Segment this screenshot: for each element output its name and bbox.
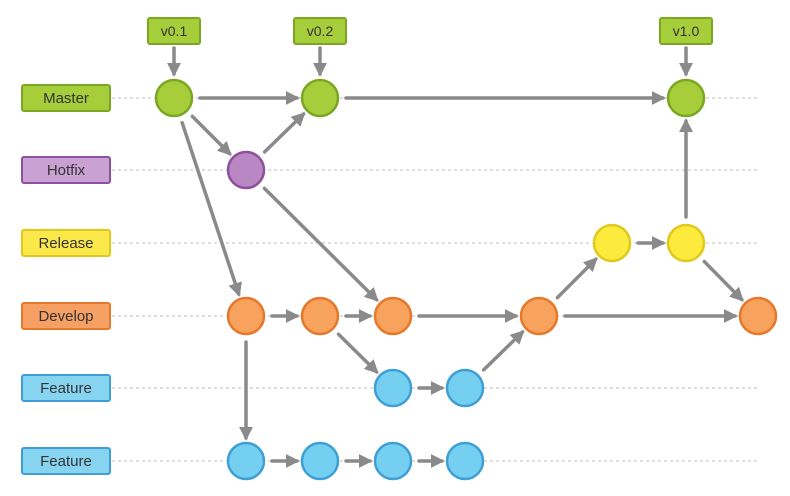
tag-label: v1.0 (673, 23, 700, 39)
lane-label-hotfix: Hotfix (21, 156, 111, 184)
edge-m1-d1 (180, 120, 242, 297)
lane-label-text: Feature (40, 453, 92, 470)
commit-f1a (373, 368, 413, 408)
commit-f2a (226, 441, 266, 481)
tag-label: v0.1 (161, 23, 188, 39)
lane-label-text: Develop (38, 308, 93, 325)
commit-d1 (226, 296, 266, 336)
edge-r2-d5 (702, 259, 744, 302)
edge-d2-f1a (336, 332, 379, 374)
edge-h1-m2 (262, 112, 306, 154)
commit-r1 (592, 223, 632, 263)
commit-f2b (300, 441, 340, 481)
lane-label-release: Release (21, 229, 111, 257)
version-tags: v0.1 v0.2 v1.0 (147, 17, 713, 77)
commits (154, 78, 778, 481)
lane-label-box (21, 156, 111, 184)
lane-label-text: Feature (40, 380, 92, 397)
commit-d3 (373, 296, 413, 336)
commit-edges (180, 91, 744, 468)
lane-label-feature2: Feature (21, 447, 111, 475)
lane-label-master: Master (21, 84, 111, 112)
commit-f2d (445, 441, 485, 481)
edge-f1b-d4 (481, 330, 525, 372)
commit-f2c (373, 441, 413, 481)
commit-d4 (519, 296, 559, 336)
lane-label-box (21, 447, 111, 475)
tag-v0.1: v0.1 (147, 17, 201, 77)
lane-label-box (21, 374, 111, 402)
tag-v1.0: v1.0 (659, 17, 713, 77)
tag-box (147, 17, 201, 45)
commit-d2 (300, 296, 340, 336)
edge-h1-d3 (262, 186, 379, 302)
lane-label-text: Hotfix (47, 162, 86, 179)
tag-box (659, 17, 713, 45)
lane-label-box (21, 302, 111, 330)
commit-h1 (226, 150, 266, 190)
lane-label-box (21, 84, 111, 112)
commit-m3 (666, 78, 706, 118)
tag-box (293, 17, 347, 45)
lane-label-text: Release (38, 235, 93, 252)
lane-label-feature1: Feature (21, 374, 111, 402)
commit-d5 (738, 296, 778, 336)
commit-f1b (445, 368, 485, 408)
tag-v0.2: v0.2 (293, 17, 347, 77)
lane-guides (112, 97, 760, 462)
commit-m2 (300, 78, 340, 118)
lane-label-develop: Develop (21, 302, 111, 330)
lane-label-text: Master (43, 90, 89, 107)
commit-r2 (666, 223, 706, 263)
tag-label: v0.2 (307, 23, 334, 39)
commit-m1 (154, 78, 194, 118)
edge-d4-r1 (555, 257, 598, 300)
edge-m1-h1 (190, 114, 232, 156)
lane-label-box (21, 229, 111, 257)
